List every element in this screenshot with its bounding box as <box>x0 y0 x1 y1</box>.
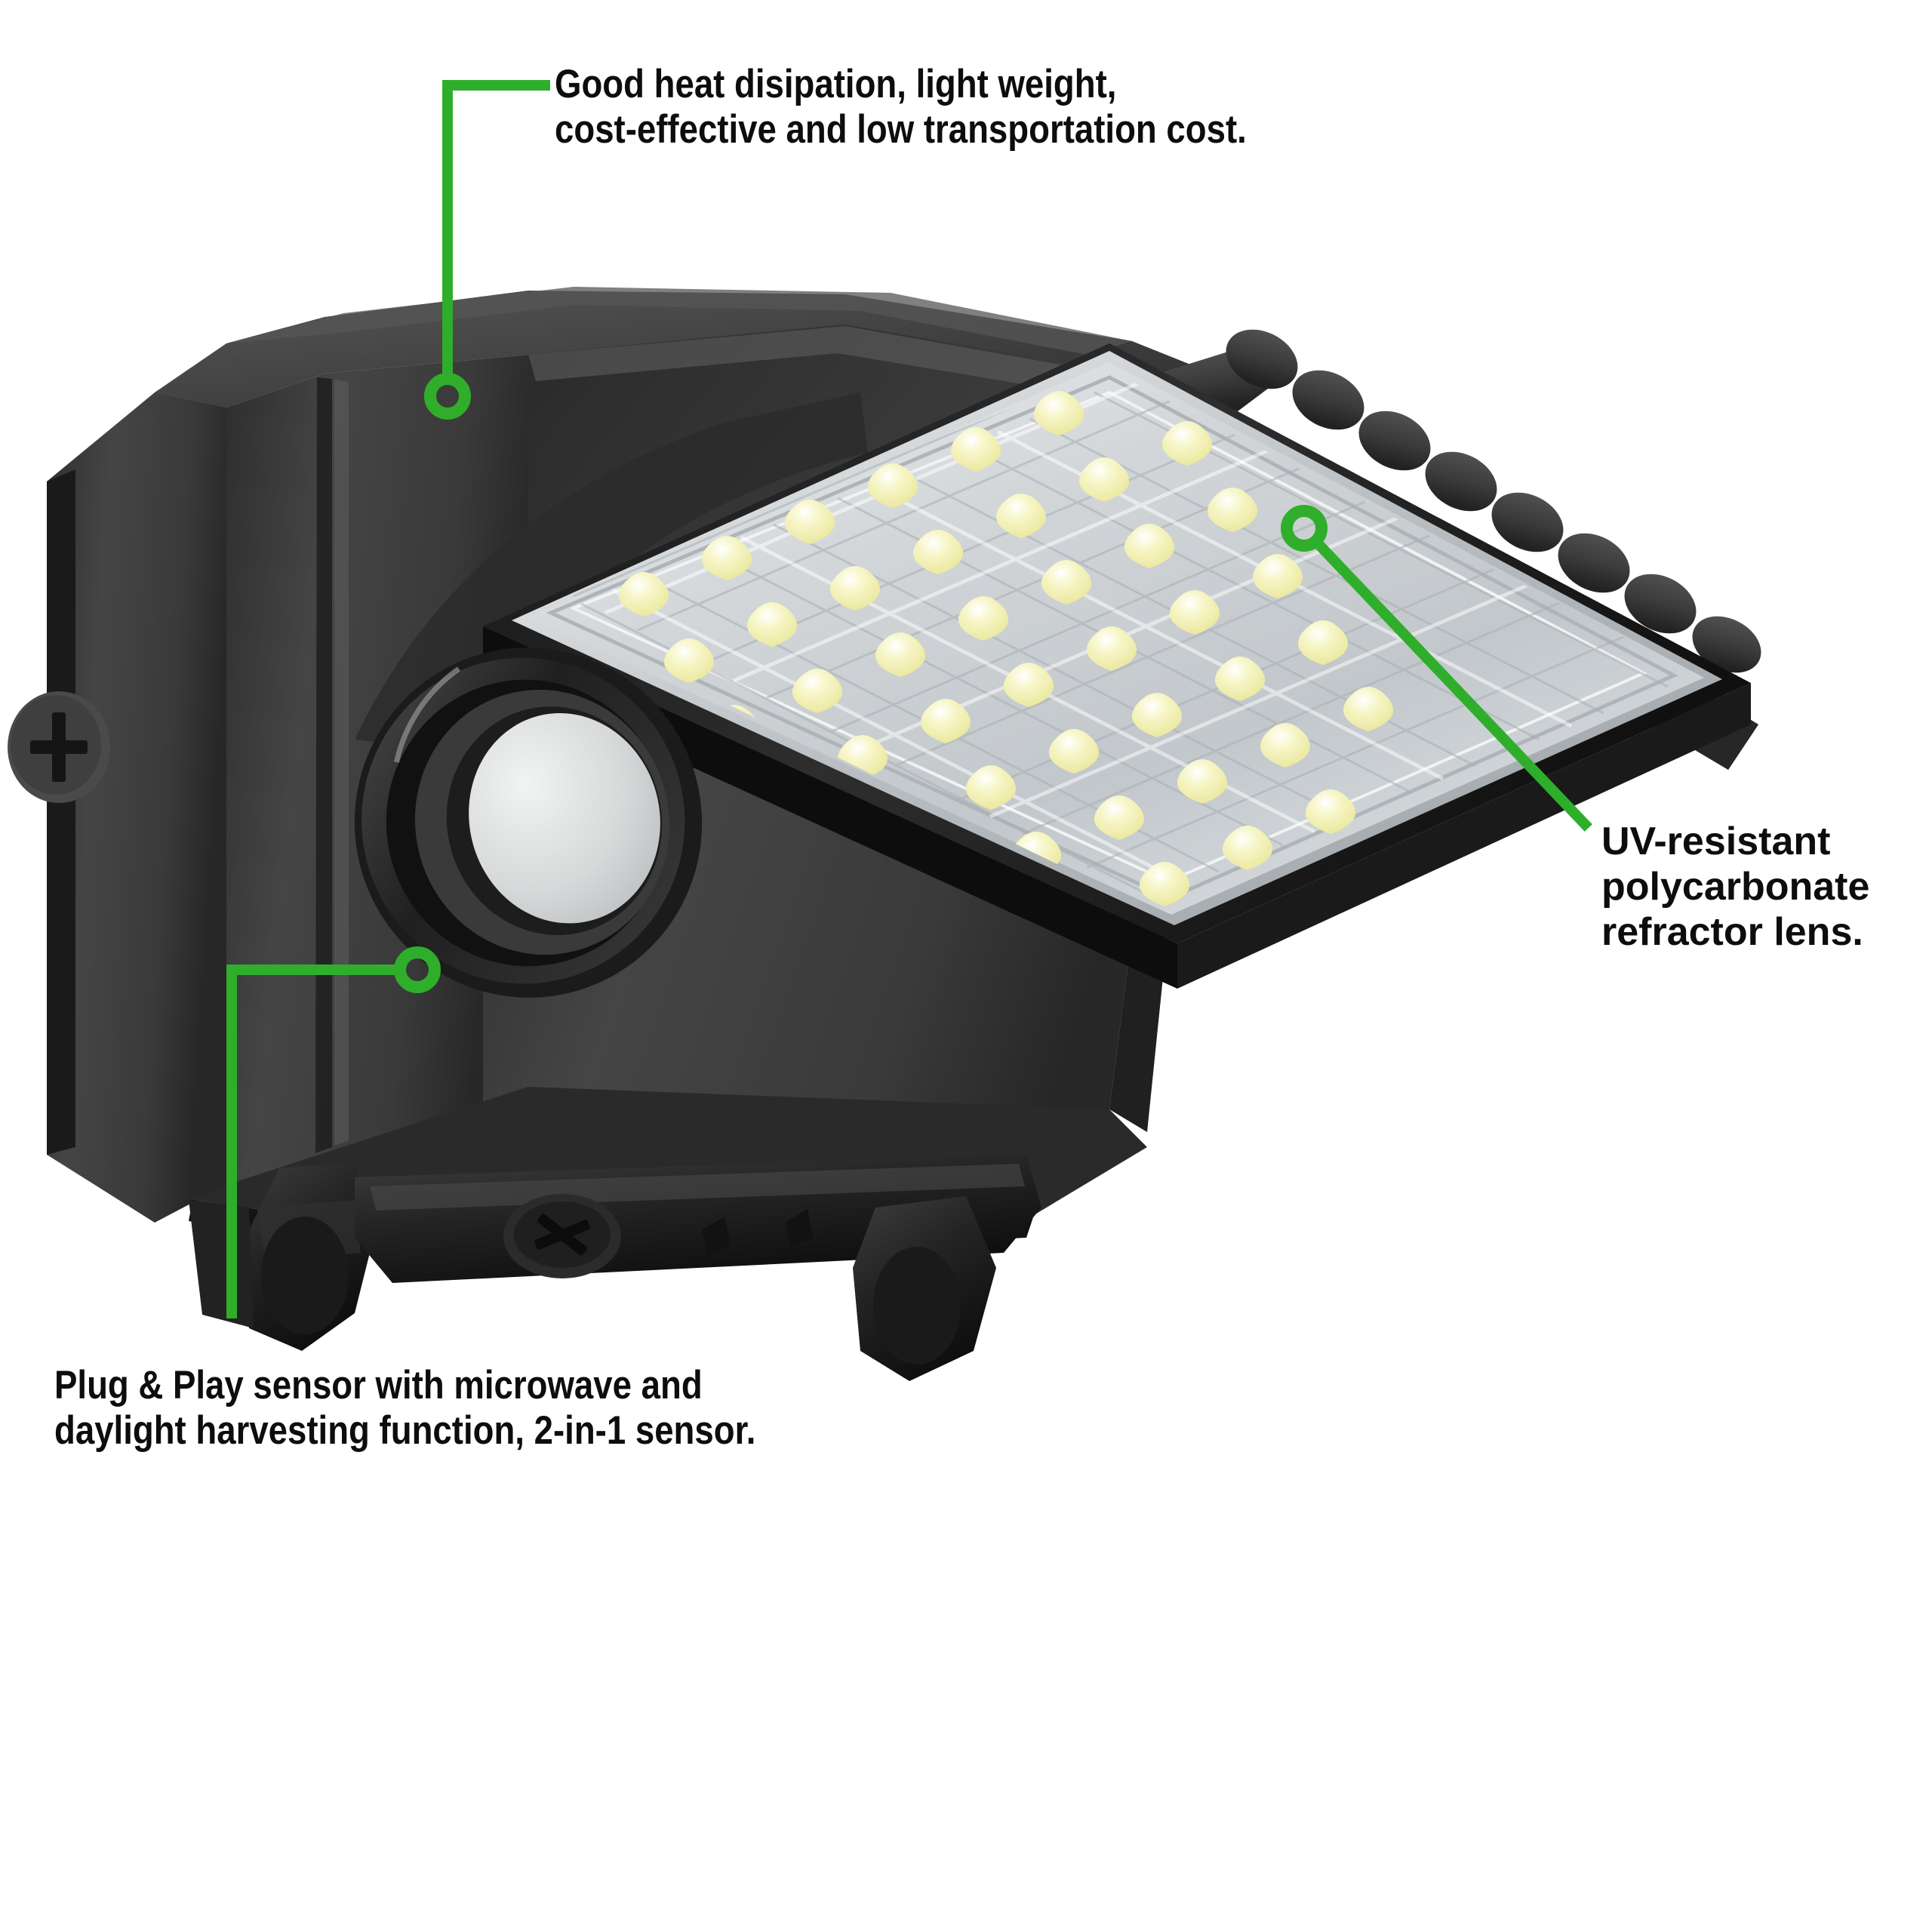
housing-crease-hl <box>334 380 349 1146</box>
phillips-screw <box>8 691 110 803</box>
lens-groove-1 <box>546 375 1678 900</box>
housing-crease <box>315 377 332 1153</box>
housing-lower-right-face <box>891 649 1177 1132</box>
microwave-sensor <box>354 648 703 998</box>
sensor-lens-face <box>469 712 660 924</box>
callout-label-heat-disipation: Good heat disipation, light weight, cost… <box>555 62 1247 152</box>
housing-left-edge-shadow <box>47 469 75 1155</box>
mounting-bracket <box>242 1155 1041 1381</box>
housing-drop-tab <box>189 1200 254 1328</box>
housing-left-slab <box>47 392 226 1223</box>
callout-label-sensor: Plug & Play sensor with microwave and da… <box>54 1363 756 1453</box>
x-screw-icon <box>534 1214 590 1256</box>
lens-bezel-bottom-right <box>1177 683 1751 989</box>
housing-neck-highlight <box>528 326 1140 400</box>
callout-label-uv-lens: UV-resistant polycarbonate refractor len… <box>1601 820 1870 954</box>
